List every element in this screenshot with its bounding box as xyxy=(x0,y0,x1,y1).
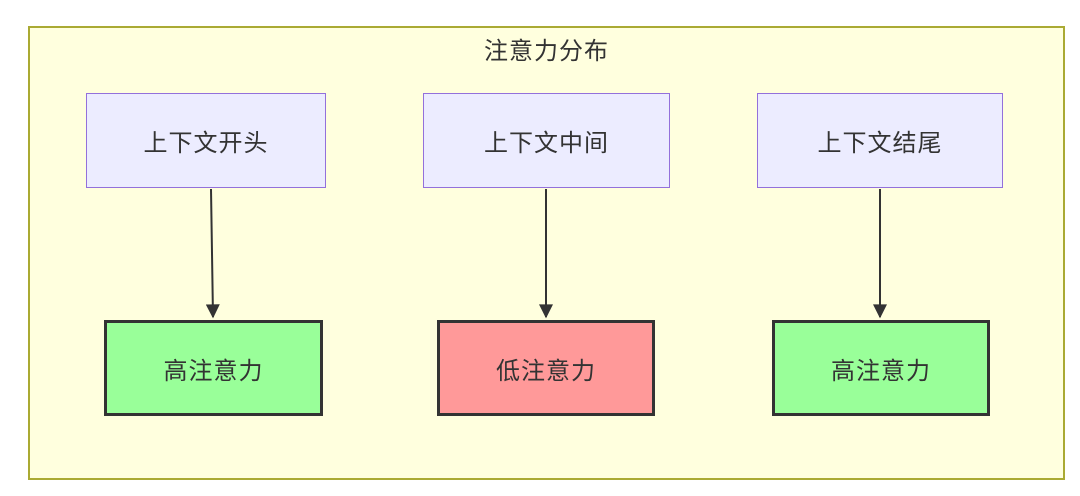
node-attention-high-2-label: 高注意力 xyxy=(831,357,931,385)
diagram-title: 注意力分布 xyxy=(484,38,609,65)
node-context-middle-label: 上下文中间 xyxy=(484,130,609,157)
node-attention-high-1: 高注意力 xyxy=(104,320,323,416)
node-context-start-label: 上下文开头 xyxy=(143,130,269,157)
node-context-end: 上下文结尾 xyxy=(757,93,1003,188)
node-attention-low-label: 低注意力 xyxy=(496,357,596,385)
node-attention-high-2: 高注意力 xyxy=(772,320,990,416)
node-context-middle: 上下文中间 xyxy=(423,93,670,188)
node-context-start: 上下文开头 xyxy=(86,93,326,188)
node-attention-low: 低注意力 xyxy=(437,320,655,416)
node-attention-high-1-label: 高注意力 xyxy=(163,357,264,385)
node-context-end-label: 上下文结尾 xyxy=(817,130,943,157)
